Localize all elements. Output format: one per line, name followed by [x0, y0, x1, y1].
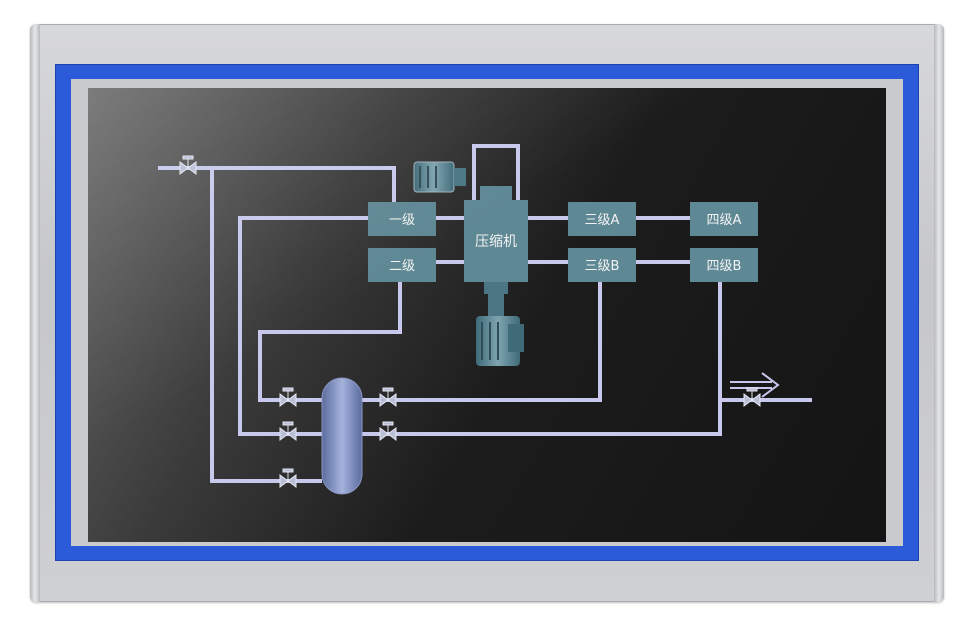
tank-icon[interactable]: [321, 377, 363, 495]
hmi-screen: 一级 二级 压缩机 三级A 三级B 四级A 四级B: [88, 88, 886, 542]
pipe-3b-tank: [340, 278, 602, 402]
valve-icon[interactable]: [379, 387, 397, 407]
compressor-box[interactable]: 压缩机: [464, 200, 528, 282]
pump-icon[interactable]: [476, 282, 524, 366]
pipe-top-inlet: [158, 166, 396, 204]
valve-icon[interactable]: [279, 468, 297, 488]
stage2-box[interactable]: 二级: [368, 248, 436, 282]
valve-icon[interactable]: [279, 421, 297, 441]
flow-arrow-icon: [730, 372, 780, 398]
stage1-box[interactable]: 一级: [368, 202, 436, 236]
valve-icon[interactable]: [379, 421, 397, 441]
stage4b-box[interactable]: 四级B: [690, 248, 758, 282]
stage4b-label: 四级B: [707, 259, 742, 274]
stage3b-box[interactable]: 三级B: [568, 248, 636, 282]
stage4a-label: 四级A: [707, 213, 742, 228]
bezel-edge-right: [934, 24, 944, 602]
valve-icon[interactable]: [179, 155, 197, 175]
bezel-edge-left: [30, 24, 40, 602]
motor-icon: [413, 161, 466, 193]
compressor-label: 压缩机: [475, 234, 517, 250]
stage4a-box[interactable]: 四级A: [690, 202, 758, 236]
stage3a-box[interactable]: 三级A: [568, 202, 636, 236]
stage2-label: 二级: [389, 259, 415, 274]
valve-icon[interactable]: [279, 387, 297, 407]
process-diagram: 一级 二级 压缩机 三级A 三级B 四级A 四级B: [158, 144, 812, 495]
stage1-label: 一级: [389, 213, 415, 228]
valves: [179, 155, 761, 488]
stage3a-label: 三级A: [585, 213, 620, 228]
pipe-4b-tank: [340, 278, 722, 436]
valve-icon[interactable]: [743, 387, 761, 407]
stage3b-label: 三级B: [585, 259, 620, 274]
pipe-comp-loop: [472, 144, 520, 200]
